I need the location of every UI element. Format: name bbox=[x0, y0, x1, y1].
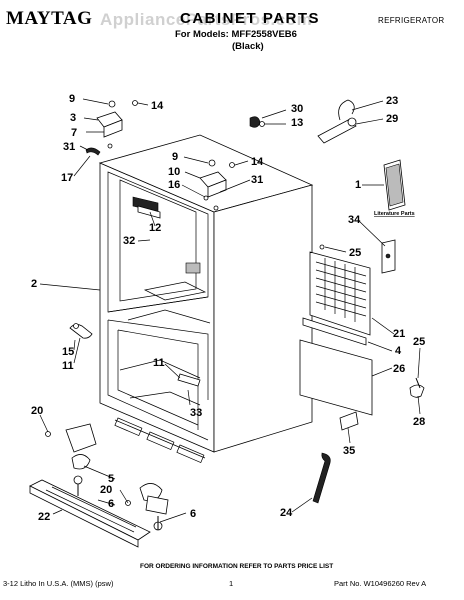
callout-5: 5 bbox=[108, 473, 114, 485]
callout-4: 4 bbox=[395, 345, 402, 357]
leader-lines bbox=[39, 98, 421, 523]
page-title: CABINET PARTS bbox=[180, 10, 321, 27]
callout-26: 26 bbox=[393, 363, 405, 375]
page-number: 1 bbox=[229, 579, 234, 588]
rear-grille bbox=[309, 244, 371, 336]
callout-9b: 9 bbox=[172, 151, 178, 163]
callout-20b: 20 bbox=[100, 484, 112, 496]
callout-16: 16 bbox=[168, 179, 180, 191]
callout-31: 31 bbox=[63, 141, 75, 153]
callout-6: 6 bbox=[108, 498, 114, 510]
litho-info: 3-12 Litho In U.S.A. (MMS) (psw) bbox=[3, 579, 114, 588]
top-hinge-left bbox=[85, 100, 138, 156]
brand-logo: MAYTAG bbox=[6, 8, 93, 29]
callout-11b: 11 bbox=[153, 357, 165, 369]
callout-34: 34 bbox=[348, 214, 361, 226]
part-number: Part No. W10496260 Rev A bbox=[334, 579, 427, 588]
callout-7: 7 bbox=[71, 127, 77, 139]
leveling-leg bbox=[409, 377, 425, 398]
rear-panels bbox=[299, 317, 373, 416]
drain-tube bbox=[312, 452, 331, 504]
callout-25: 25 bbox=[349, 247, 361, 259]
callout-20: 20 bbox=[31, 405, 43, 417]
callout-9: 9 bbox=[69, 93, 75, 105]
callout-35: 35 bbox=[343, 445, 355, 457]
toe-grille bbox=[29, 479, 151, 548]
bracket-34 bbox=[381, 239, 396, 274]
callout-21: 21 bbox=[393, 328, 405, 340]
callout-29: 29 bbox=[386, 113, 398, 125]
water-filter-housing bbox=[317, 99, 357, 144]
ordering-note: FOR ORDERING INFORMATION REFER TO PARTS … bbox=[140, 563, 334, 570]
callout-11: 11 bbox=[62, 360, 74, 372]
callout-25b: 25 bbox=[413, 336, 425, 348]
callout-numbers: 9 14 3 7 31 17 30 13 23 29 9 14 10 16 31… bbox=[31, 93, 425, 523]
lower-hinge-right bbox=[125, 483, 169, 531]
callout-13: 13 bbox=[291, 117, 303, 129]
callout-2: 2 bbox=[31, 278, 37, 290]
models-line: For Models: MFF2558VEB6 bbox=[175, 29, 297, 40]
control-housing bbox=[132, 196, 161, 219]
callout-1: 1 bbox=[355, 179, 361, 191]
callout-15: 15 bbox=[62, 346, 74, 358]
callout-14b: 14 bbox=[251, 156, 264, 168]
literature-label: Literature Parts bbox=[374, 211, 415, 217]
callout-12: 12 bbox=[149, 222, 161, 234]
callout-32: 32 bbox=[123, 235, 135, 247]
callout-28: 28 bbox=[413, 416, 425, 428]
callout-3: 3 bbox=[70, 112, 76, 124]
bracket-35 bbox=[339, 411, 359, 431]
part-30-13 bbox=[249, 116, 265, 128]
color-line: (Black) bbox=[232, 41, 264, 52]
callout-23: 23 bbox=[386, 95, 398, 107]
callout-30: 30 bbox=[291, 103, 303, 115]
shelf-bracket-11 bbox=[177, 373, 201, 387]
callout-22: 22 bbox=[38, 511, 50, 523]
category-label: REFRIGERATOR bbox=[378, 16, 445, 25]
callout-17: 17 bbox=[61, 172, 73, 184]
callout-33: 33 bbox=[190, 407, 202, 419]
callout-31b: 31 bbox=[251, 174, 263, 186]
top-hinge-right bbox=[199, 159, 235, 211]
lower-hinge-left bbox=[45, 423, 97, 496]
hinge-pin-15 bbox=[69, 323, 93, 339]
literature-parts: Literature Parts bbox=[374, 159, 415, 217]
watermark: AppliancePartsPros.com bbox=[100, 10, 313, 29]
callout-6b: 6 bbox=[190, 508, 196, 520]
cabinet-body bbox=[98, 134, 314, 463]
callout-24: 24 bbox=[280, 507, 293, 519]
callout-10: 10 bbox=[168, 166, 180, 178]
callout-14: 14 bbox=[151, 100, 164, 112]
